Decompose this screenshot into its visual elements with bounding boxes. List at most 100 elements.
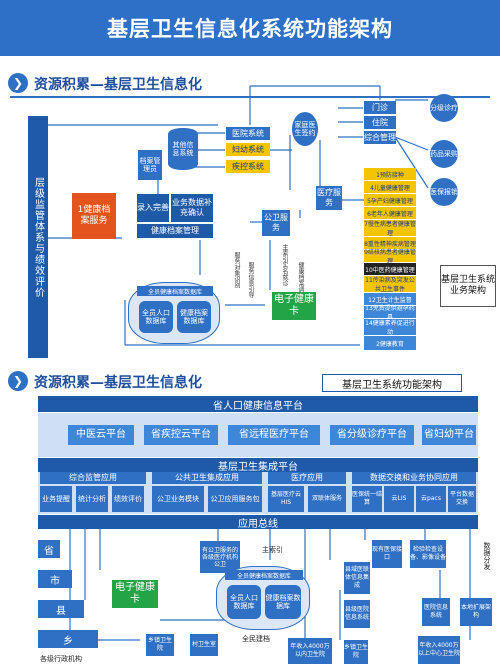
app-item[interactable]: 平台数据交换: [448, 486, 476, 512]
supervision-column: 层级监管体系与绩效评价: [28, 116, 48, 358]
insurance-interface[interactable]: 现有医保接口: [372, 540, 402, 568]
village-clinic[interactable]: 村卫生室: [190, 634, 218, 656]
ph-item: 6老年人健康管理: [364, 207, 416, 219]
supervision-label: 层级监管体系与绩效评价: [32, 176, 44, 298]
cloud-platform[interactable]: 中医云平台: [68, 425, 134, 445]
app-item[interactable]: 云LIS: [384, 486, 414, 512]
health-record-service[interactable]: 1健康档案服务: [72, 193, 116, 239]
apps-row: 综合监管应用 业务提醒 统计分析 绩效评价 公共卫生集成应用 公卫业务模块 公卫…: [38, 472, 478, 514]
ecard-2-label: 电子健康卡: [115, 582, 155, 605]
app-item[interactable]: 云pacs: [416, 486, 446, 512]
cloud-platform[interactable]: 省疾控云平台: [144, 425, 218, 445]
annotation-service-guide: 服务信息引导: [247, 262, 254, 298]
cloud-platform[interactable]: 省妇幼平台: [422, 425, 476, 445]
public-service-box[interactable]: 有公卫服务的各级医疗机构公卫: [200, 541, 240, 573]
annotation-service-target: 服务对象识别: [233, 252, 240, 288]
integration-platform-label: 基层卫生集成平台: [218, 461, 298, 473]
entry-complete[interactable]: 录入完善: [137, 194, 169, 222]
ph-item: 4儿童健康管理: [364, 181, 416, 193]
section1-heading: 资源积累—基层卫生信息化: [34, 77, 202, 93]
db-container: 全员健康档案数据库 全员人口数据库 健康档案数据库: [128, 282, 220, 344]
comprehensive-mgmt-label: 综合管理: [364, 132, 396, 142]
app-item[interactable]: 基层医疗云HIS: [268, 486, 304, 512]
section2-header: ❯ 资源积累—基层卫生信息化: [8, 368, 268, 394]
family-doctor[interactable]: 家庭医生签约: [292, 112, 318, 146]
app-item[interactable]: 公卫应用服务包: [208, 486, 262, 512]
tiered-care[interactable]: 分级诊疗: [430, 94, 458, 122]
bottom-label: 各级行政机构: [40, 655, 82, 663]
med-insurance[interactable]: 医保报销: [430, 178, 458, 206]
equipment[interactable]: 检验检查设备、影像设备: [410, 540, 446, 568]
outpatient[interactable]: 门诊: [364, 101, 396, 114]
disease-system-label: 疾控系统: [232, 161, 264, 171]
ph-item: 1预防接种: [364, 168, 416, 180]
app-bus-label: 应用总线: [238, 518, 278, 530]
hospital-system[interactable]: 医院系统: [226, 127, 270, 140]
annotation-master-index: 主索引实名就诊: [281, 244, 288, 286]
public-health-label: 公卫服务: [264, 213, 288, 232]
title-bar: 基层卫生信息化系统功能架构: [0, 0, 500, 56]
health-record-mgmt[interactable]: 健康档案管理: [137, 224, 213, 238]
app-group-title: 医疗应用: [268, 472, 346, 484]
ph-item: 8重性精神疾病管理: [364, 237, 416, 249]
app-bus[interactable]: 应用总线: [38, 515, 478, 530]
ecard-1-label: 电子健康卡: [274, 294, 314, 317]
cloud-platform[interactable]: 省远程医疗平台: [228, 425, 320, 445]
hospital-info-system[interactable]: 医院信息系统: [422, 598, 450, 626]
township-clinic-2[interactable]: 乡镇卫生院: [344, 640, 368, 664]
county-consortium[interactable]: 县域医联体信息集成: [344, 562, 370, 594]
maternal-system-label: 妇幼系统: [232, 144, 264, 154]
ph-item: 10中医药健康管理: [364, 263, 416, 275]
local-arch[interactable]: 本地扩展架构: [460, 598, 492, 626]
cloud-platform[interactable]: 省分级诊疗平台: [330, 425, 414, 445]
app-item[interactable]: 业务提醒: [40, 486, 72, 512]
income-township[interactable]: 年收入4000万以内卫生院: [288, 638, 332, 664]
maternal-system[interactable]: 妇幼系统: [226, 143, 270, 156]
archive-admin-label: 档案管理员: [139, 157, 161, 173]
app-item[interactable]: 医保统一结算: [352, 486, 382, 512]
comprehensive-mgmt[interactable]: 综合管理: [364, 131, 396, 144]
public-health[interactable]: 公卫服务: [262, 210, 290, 236]
county-info-system[interactable]: 县级医院信息系统: [344, 600, 370, 628]
business-data[interactable]: 业务数据补充确认: [171, 194, 213, 222]
disease-system[interactable]: 疾控系统: [226, 160, 270, 173]
arrow-icon: ❯: [8, 371, 28, 391]
db2-health-records: 健康档案数据库: [265, 585, 301, 619]
section2-badge-text: 基层卫生系统功能架构: [342, 379, 442, 391]
other-info-system[interactable]: 其他信息系统: [168, 128, 198, 170]
level-township[interactable]: 乡: [38, 630, 98, 648]
level-county[interactable]: 县: [38, 600, 84, 618]
ph-item: 2健康教育: [364, 336, 416, 350]
provincial-platform[interactable]: 省人口健康信息平台: [38, 396, 478, 412]
ecard-1[interactable]: 电子健康卡: [272, 292, 316, 320]
section1-header: ❯ 资源积累—基层卫生信息化: [8, 70, 268, 96]
integration-platform[interactable]: 基层卫生集成平台: [38, 458, 478, 473]
level-city[interactable]: 市: [38, 570, 72, 588]
db-health-records: 健康档案数据库: [177, 301, 211, 333]
entry-complete-label: 录入完善: [137, 203, 169, 212]
section2-badge: 基层卫生系统功能架构: [322, 374, 462, 392]
side-note-text: 基层卫生系统业务架构: [441, 275, 496, 296]
drug-purchase[interactable]: 药品采购: [430, 140, 458, 168]
app-item[interactable]: 双联体服务: [308, 486, 346, 512]
inpatient[interactable]: 住院: [364, 116, 396, 129]
provincial-platform-label: 省人口健康信息平台: [213, 400, 303, 412]
db2-population-label: 全员人口数据库: [230, 594, 258, 610]
level-province[interactable]: 省: [38, 540, 60, 558]
db-population-label: 全员人口数据库: [142, 309, 170, 325]
township-clinic[interactable]: 乡镇卫生院: [146, 634, 174, 656]
app-group-title: 公共卫生集成应用: [152, 472, 262, 484]
app-item[interactable]: 绩效评价: [112, 486, 144, 512]
med-insurance-label: 医保报销: [430, 188, 458, 196]
app-item[interactable]: 公卫业务模块: [152, 486, 204, 512]
medical-service[interactable]: 医疗服务: [316, 186, 342, 210]
other-info-system-label: 其他信息系统: [172, 141, 194, 157]
ph-item: 7慢性病患者健康管理: [364, 220, 416, 237]
full-build-label: 全民建档: [242, 635, 270, 643]
app-item[interactable]: 统计分析: [76, 486, 108, 512]
archive-admin[interactable]: 档案管理员: [138, 150, 162, 180]
ecard-2[interactable]: 电子健康卡: [112, 580, 158, 608]
ph-item: 14健康素养促进行动: [364, 319, 416, 336]
income-center[interactable]: 年收入4000万以上中心卫生院: [418, 636, 460, 664]
